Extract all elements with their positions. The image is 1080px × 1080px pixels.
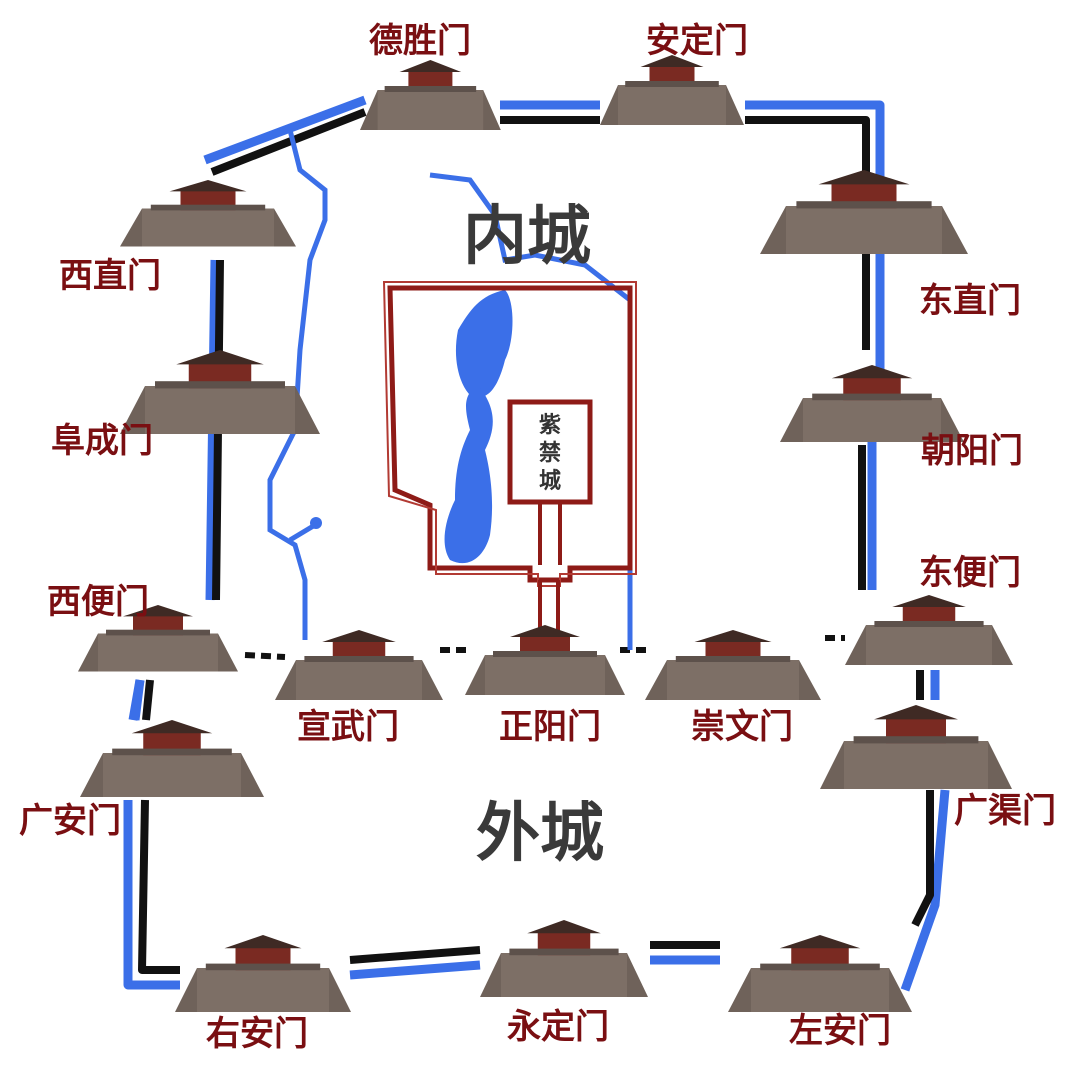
forbidden-city: 紫 禁 城	[507, 399, 593, 565]
city-walls	[123, 95, 950, 992]
dongzhimen-building[interactable]	[760, 170, 968, 254]
inner-city-label: 内城	[463, 200, 591, 274]
chongwenmen-label: 崇文门	[691, 707, 793, 747]
guanganmen-building[interactable]	[80, 720, 264, 797]
xuanwumen-building[interactable]	[275, 630, 443, 700]
zhengyangmen-building[interactable]	[465, 625, 625, 695]
waterways	[267, 129, 633, 650]
andingmen-label: 安定门	[646, 21, 748, 61]
xuanwumen-label: 宣武门	[297, 707, 399, 747]
inner-wall-blue	[130, 95, 885, 721]
zuoanmen-label: 左安门	[789, 1011, 891, 1051]
forbidden-city-char-2: 禁	[539, 440, 561, 466]
north-stream	[429, 172, 633, 650]
guangqumen-label: 广渠门	[954, 791, 1056, 831]
fuchengmen-label: 阜成门	[51, 421, 153, 461]
dongzhimen-label: 东直门	[919, 281, 1021, 321]
river-branch	[288, 522, 317, 543]
youanmen-label: 右安门	[206, 1014, 308, 1054]
zhengyangmen-label: 正阳门	[499, 707, 601, 747]
outer-wall-black	[138, 670, 934, 974]
inner-south-wall	[244, 635, 845, 660]
andingmen-building[interactable]	[600, 55, 744, 125]
inner-wall-black	[210, 108, 870, 601]
shichahai-lake	[455, 290, 513, 398]
yongdingmen-label: 永定门	[507, 1007, 609, 1047]
chongwenmen-building[interactable]	[645, 630, 821, 700]
guanganmen-label: 广安门	[19, 801, 121, 841]
deshengmen-label: 德胜门	[369, 21, 471, 61]
outer-city-label: 外城	[476, 797, 604, 871]
west-river	[267, 129, 328, 640]
gate-labels: 德胜门 安定门 西直门 东直门 阜成门 朝阳门 西便门 东便门 宣武门 正阳门 …	[19, 21, 1056, 1054]
xibianmen-label: 西便门	[47, 582, 149, 622]
yongdingmen-building[interactable]	[480, 920, 648, 997]
forbidden-city-char-1: 紫	[539, 412, 561, 438]
xizhimen-building[interactable]	[120, 180, 296, 247]
dongbianmen-label: 东便门	[919, 553, 1021, 593]
guangqumen-building[interactable]	[820, 705, 1012, 789]
zuoanmen-building[interactable]	[728, 935, 912, 1012]
youanmen-building[interactable]	[175, 935, 351, 1012]
dongbianmen-building[interactable]	[845, 595, 1013, 665]
beihai-lake	[444, 385, 493, 564]
xizhimen-label: 西直门	[59, 256, 161, 296]
deshengmen-building[interactable]	[360, 60, 501, 130]
chaoyangmen-label: 朝阳门	[921, 431, 1023, 471]
forbidden-city-char-3: 城	[539, 468, 561, 494]
outer-wall-blue	[123, 670, 950, 992]
